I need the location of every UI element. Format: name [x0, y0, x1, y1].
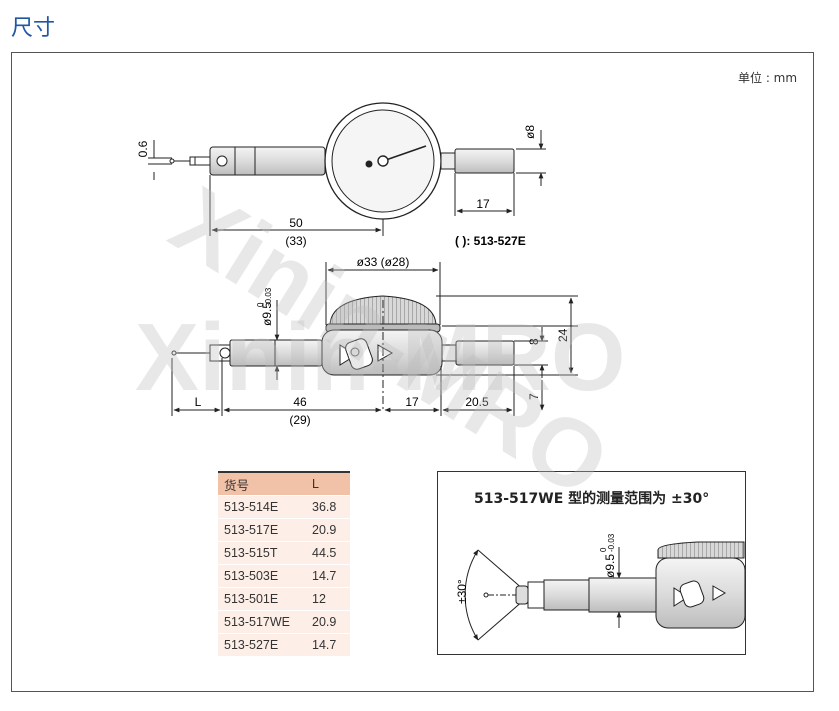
table-cell-L: 36.8 [306, 495, 350, 519]
model-note: ( ): 513-527E [455, 234, 526, 248]
table-cell-L: 14.7 [306, 633, 350, 656]
dim-24-label: 24 [556, 328, 570, 342]
dim-length-alt-label: (33) [285, 234, 306, 248]
table-cell-model: 513-527E [218, 633, 306, 656]
dim-8-label: 8 [527, 338, 541, 345]
inset-title: 513-517WE 型的测量范围为 ±30° [474, 491, 710, 507]
inset-shank-tol-lower: -0.03 [607, 533, 616, 552]
inset-angle-label: ±30° [455, 579, 469, 604]
table-cell-L: 14.7 [306, 564, 350, 588]
table-cell-model: 513-517E [218, 518, 306, 542]
dim-7-label: 7 [527, 393, 541, 400]
dim-L-label: L [195, 395, 202, 409]
dim-dial-label: ø33 (ø28) [357, 255, 410, 269]
dim-46-label: 46 [293, 395, 307, 409]
table-header-row: 货号 L [218, 471, 350, 496]
inset-shank-dia-label: ø9.5 [603, 554, 617, 578]
dim-shank-dia-label: ø9.5 [260, 302, 274, 326]
dim-shank-tol-lower: -0.03 [264, 287, 273, 306]
dim-20-5-label: 20.5 [465, 395, 489, 409]
inset-drawing: ±30° ø9.5 0 -0.03 [455, 533, 745, 641]
table-cell-model: 513-503E [218, 564, 306, 588]
table-cell-L: 20.9 [306, 518, 350, 542]
top-view [148, 102, 546, 236]
dim-46-alt-label: (29) [289, 413, 310, 427]
unit-label: 单位 : mm [738, 71, 798, 85]
dim-tip-label: 0.6 [136, 140, 150, 157]
dim-shank-tol-upper: 0 [256, 302, 265, 307]
table-cell-model: 513-515T [218, 541, 306, 565]
dim-stem-length-label: 17 [476, 197, 490, 211]
table-cell-L: 20.9 [306, 610, 350, 634]
table-header-L: L [306, 471, 350, 496]
dim-length-label: 50 [289, 216, 303, 230]
page-title: 尺寸 [11, 16, 56, 41]
table-cell-model: 513-501E [218, 587, 306, 611]
table-cell-model: 513-517WE [218, 610, 306, 634]
table-cell-L: 12 [306, 587, 350, 611]
measuring-range-inset: 513-517WE 型的测量范围为 ±30° [437, 471, 746, 655]
dim-17-label: 17 [405, 395, 419, 409]
drawing-frame [11, 52, 814, 692]
table-header-model: 货号 [218, 471, 306, 496]
inset-shank-tol-upper: 0 [599, 547, 608, 552]
dim-stem-label: ø8 [523, 125, 537, 139]
table-cell-L: 44.5 [306, 541, 350, 565]
side-view [171, 262, 578, 416]
table-cell-model: 513-514E [218, 495, 306, 519]
